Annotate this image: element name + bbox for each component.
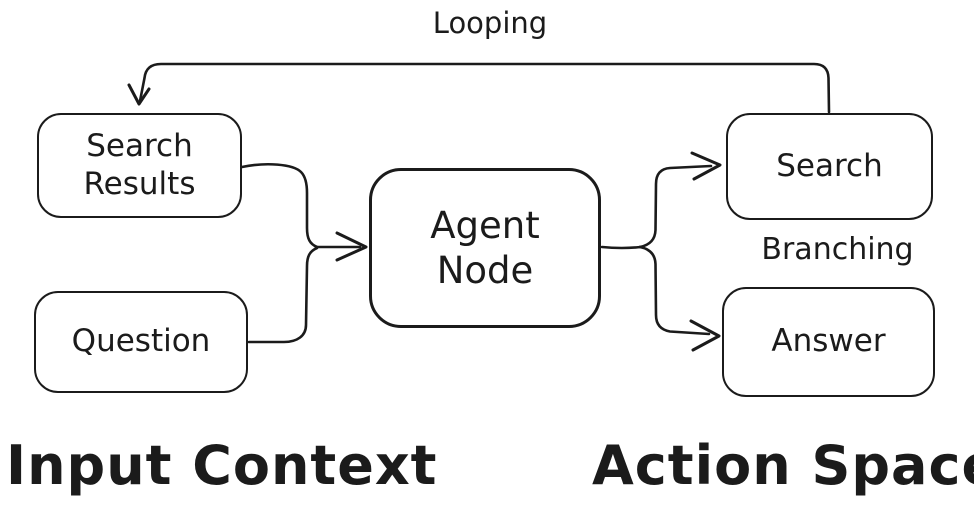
looping-arrowhead-icon [127, 83, 151, 106]
question-to-agent-edge [247, 246, 319, 344]
looping-edge [138, 62, 831, 114]
node-search: Search [726, 113, 933, 220]
agent-to-answer-edge [638, 245, 711, 336]
node-answer: Answer [722, 287, 935, 397]
node-answer-label: Answer [771, 323, 886, 360]
input-context-label: Input Context [6, 434, 438, 497]
node-search-label: Search [776, 147, 883, 184]
agent-to-answer-arrowhead-icon [689, 319, 721, 352]
agent-to-search-arrowhead-icon [690, 151, 722, 181]
merge-arrowhead-icon [335, 231, 368, 262]
agent-branch-stem-edge [600, 245, 643, 250]
search-results-to-agent-edge [240, 162, 319, 249]
node-question: Question [34, 291, 248, 393]
node-search-results: Search Results [37, 113, 242, 218]
node-search-results-label: Search Results [83, 127, 196, 202]
branching-label: Branching [761, 232, 914, 267]
agent-to-search-edge [638, 164, 713, 249]
node-question-label: Question [71, 323, 211, 360]
node-agent: Agent Node [369, 168, 601, 328]
looping-label: Looping [432, 6, 548, 40]
action-space-label: Action Space [592, 434, 974, 497]
node-agent-label: Agent Node [430, 203, 540, 292]
